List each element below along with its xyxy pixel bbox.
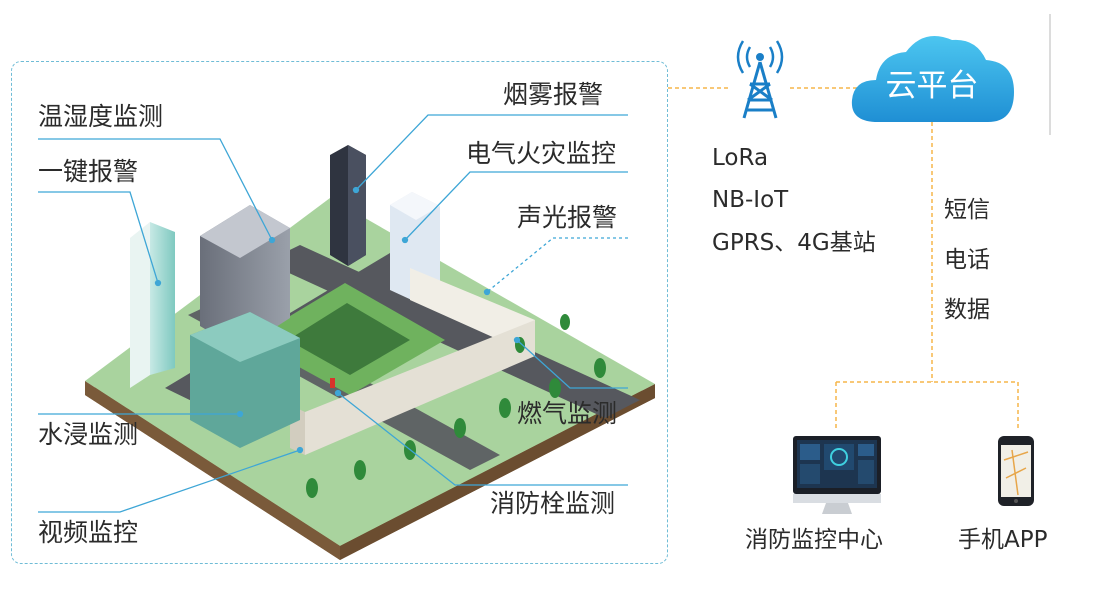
protocol-gprs-4g: GPRS、4G基站 <box>712 230 876 256</box>
channel-sms: 短信 <box>944 197 990 223</box>
campus-frame <box>11 61 668 564</box>
channel-phone: 电话 <box>944 247 990 273</box>
label-video-monitor: 视频监控 <box>38 518 139 547</box>
label-hydrant-monitor: 消防栓监测 <box>490 489 616 518</box>
label-smoke-alarm: 烟雾报警 <box>503 80 604 109</box>
cloud-platform-label: 云平台 <box>885 68 979 104</box>
label-one-key-alarm: 一键报警 <box>38 157 139 186</box>
channel-data: 数据 <box>944 297 990 323</box>
label-electrical-fire: 电气火灾监控 <box>466 139 617 168</box>
label-water-immersion: 水浸监测 <box>38 420 139 449</box>
label-temp-humidity: 温湿度监测 <box>38 102 164 131</box>
terminal-control-center: 消防监控中心 <box>745 527 883 553</box>
orange-connectors <box>668 87 1019 428</box>
label-gas-monitor: 燃气监测 <box>517 399 618 428</box>
sensor-leader-lines <box>38 114 628 513</box>
phone-icon <box>998 436 1034 506</box>
antenna-tower-icon <box>736 40 784 119</box>
protocol-nbiot: NB-IoT <box>712 187 789 213</box>
label-sound-light-alarm: 声光报警 <box>517 203 618 232</box>
protocol-lora: LoRa <box>712 145 769 171</box>
terminal-mobile-app: 手机APP <box>958 527 1048 553</box>
monitor-icon <box>793 436 881 514</box>
campus-illustration <box>85 145 655 560</box>
cloud-platform-icon <box>851 36 1014 122</box>
